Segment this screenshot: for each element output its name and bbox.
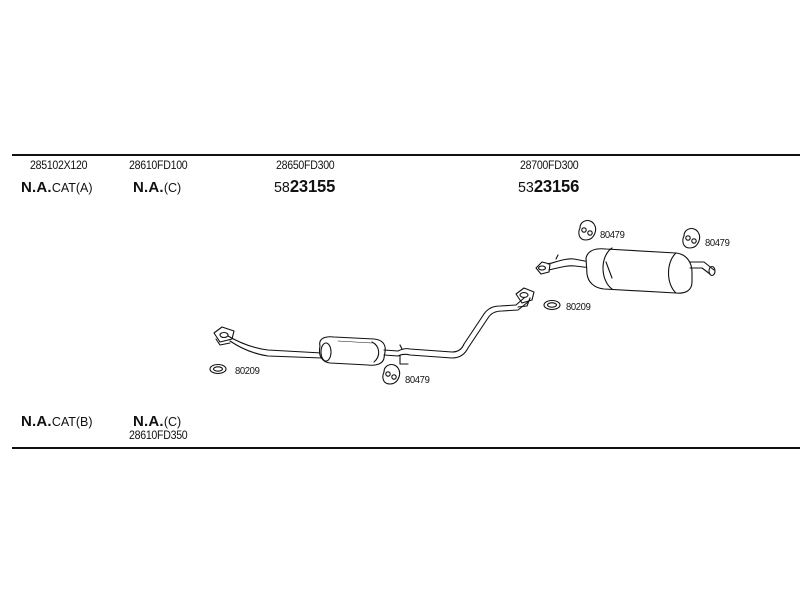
callout-hanger-center: 80479 [405,374,430,386]
rear-muffler [585,247,716,294]
top-divider [12,154,800,156]
callout-hanger-rear-right: 80479 [705,237,730,249]
part-number-rear-muffler: 28700FD300 [520,160,579,172]
mid-flange [515,287,535,308]
gasket-icon-front [209,363,227,375]
front-pipe [213,326,323,359]
hanger-icon-rear-left [578,219,597,241]
gasket-icon-mid [543,299,561,311]
part-number-front-pipe-b: 28610FD350 [129,430,188,442]
part-number-catalyst-a: 285102X120 [30,160,88,172]
callout-gasket-mid: 80209 [566,301,591,313]
ref-center-muffler: 5823155 [274,176,336,196]
mid-pipe [383,297,529,365]
center-muffler [318,336,386,366]
callout-hanger-rear-left: 80479 [600,229,625,241]
part-number-center-muffler: 28650FD300 [276,160,335,172]
hanger-icon-center [382,363,401,385]
na-front-pipe-b: N.A.(C) [133,413,182,430]
rear-pipe [535,254,593,275]
bottom-divider [12,447,800,449]
part-number-front-pipe: 28610FD100 [129,160,188,172]
na-catalyst-a: N.A.CAT(A) [21,179,93,196]
hanger-icon-rear-right [682,227,701,249]
front-flange [213,326,235,343]
na-front-pipe: N.A.(C) [133,179,182,196]
callout-gasket-front: 80209 [235,365,260,377]
na-catalyst-b: N.A.CAT(B) [21,413,93,430]
ref-rear-muffler: 5323156 [518,176,580,196]
